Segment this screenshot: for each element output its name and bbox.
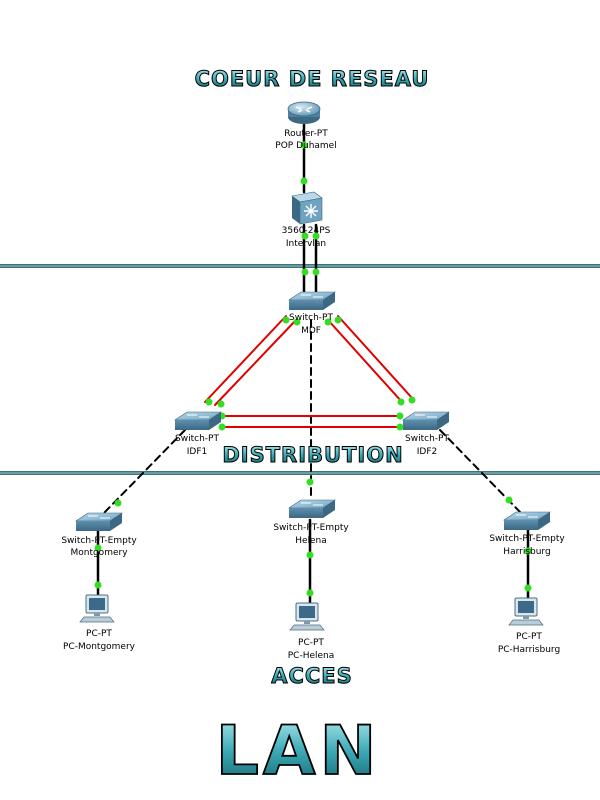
port-dot bbox=[94, 544, 102, 552]
multilayer-switch-icon[interactable] bbox=[291, 191, 323, 225]
pc-helena-label-model: PC-PT bbox=[298, 638, 324, 648]
port-dot bbox=[312, 268, 320, 276]
pc-icon[interactable] bbox=[289, 602, 325, 631]
port-dot bbox=[301, 268, 309, 276]
port-dot bbox=[306, 478, 314, 486]
pc-helena-label-name: PC-Helena bbox=[288, 651, 335, 661]
idf2-label-model: Switch-PT bbox=[405, 434, 449, 444]
distribution-layer-title: DISTRIBUTION bbox=[222, 443, 403, 467]
l3switch-label-model: 3560-24PS bbox=[282, 226, 331, 236]
port-dot bbox=[293, 318, 301, 326]
idf2-label-name: IDF2 bbox=[417, 447, 438, 457]
port-dot bbox=[300, 141, 308, 149]
access-divider bbox=[0, 471, 600, 475]
switch-icon[interactable] bbox=[288, 499, 336, 518]
mdf-label-name: MDF bbox=[301, 326, 321, 336]
mdf-label-model: Switch-PT bbox=[289, 313, 333, 323]
port-dot bbox=[217, 400, 225, 408]
router-icon[interactable] bbox=[287, 101, 321, 124]
lan-title: LAN bbox=[216, 712, 381, 791]
pc-montgomery-label-name: PC-Montgomery bbox=[63, 642, 136, 652]
port-dot bbox=[334, 316, 342, 324]
port-dot bbox=[524, 584, 532, 592]
idf1-label-name: IDF1 bbox=[187, 447, 208, 457]
sw-montgomery-label-name: Montgomery bbox=[70, 548, 128, 558]
port-dot bbox=[301, 232, 309, 240]
port-dot bbox=[94, 581, 102, 589]
port-dot bbox=[205, 398, 213, 406]
link-mdf-idf1-a bbox=[204, 315, 287, 403]
pc-harrisburg-label-model: PC-PT bbox=[516, 632, 542, 642]
port-dot bbox=[306, 589, 314, 597]
port-dot bbox=[396, 423, 404, 431]
idf1-label-model: Switch-PT bbox=[175, 434, 219, 444]
switch-icon[interactable] bbox=[503, 511, 551, 530]
port-dot bbox=[306, 551, 314, 559]
router-label-name: POP Duhamel bbox=[275, 141, 336, 151]
access-layer-title: ACCES bbox=[271, 664, 353, 688]
port-dot bbox=[282, 316, 290, 324]
sw-harrisburg-label-model: Switch-PT-Empty bbox=[489, 534, 565, 544]
port-dot bbox=[324, 318, 332, 326]
pc-harrisburg-label-name: PC-Harrisburg bbox=[498, 645, 560, 655]
link-mdf-idf1-b bbox=[214, 319, 297, 406]
sw-harrisburg-label-name: Harrisburg bbox=[503, 547, 550, 557]
port-dot bbox=[312, 232, 320, 240]
port-dot bbox=[408, 396, 416, 404]
switch-icon[interactable] bbox=[174, 411, 222, 430]
pc-montgomery-label-model: PC-PT bbox=[86, 629, 112, 639]
port-dot bbox=[300, 177, 308, 185]
port-dot bbox=[114, 499, 122, 507]
port-dot bbox=[218, 423, 226, 431]
port-dot bbox=[505, 496, 513, 504]
switch-icon[interactable] bbox=[75, 512, 123, 531]
sw-montgomery-label-model: Switch-PT-Empty bbox=[61, 536, 137, 546]
core-divider bbox=[0, 264, 600, 268]
l3switch-label-name: Intervlan bbox=[286, 239, 326, 249]
link-mdf-idf2-b bbox=[337, 315, 413, 399]
switch-icon[interactable] bbox=[288, 291, 336, 310]
port-status-dots bbox=[94, 141, 532, 597]
port-dot bbox=[396, 412, 404, 420]
router-label-model: Router-PT bbox=[284, 129, 328, 139]
port-dot bbox=[397, 398, 405, 406]
switch-icon[interactable] bbox=[402, 411, 450, 430]
core-layer-title: COEUR DE RESEAU bbox=[195, 67, 430, 91]
sw-helena-label-name: Helena bbox=[295, 536, 327, 546]
sw-helena-label-model: Switch-PT-Empty bbox=[273, 523, 349, 533]
pc-icon[interactable] bbox=[508, 597, 544, 626]
device-labels: Router-PT POP Duhamel 3560-24PS Intervla… bbox=[61, 129, 565, 661]
port-dot bbox=[524, 547, 532, 555]
pc-icon[interactable] bbox=[79, 594, 115, 623]
link-mdf-idf2-a bbox=[327, 319, 403, 403]
